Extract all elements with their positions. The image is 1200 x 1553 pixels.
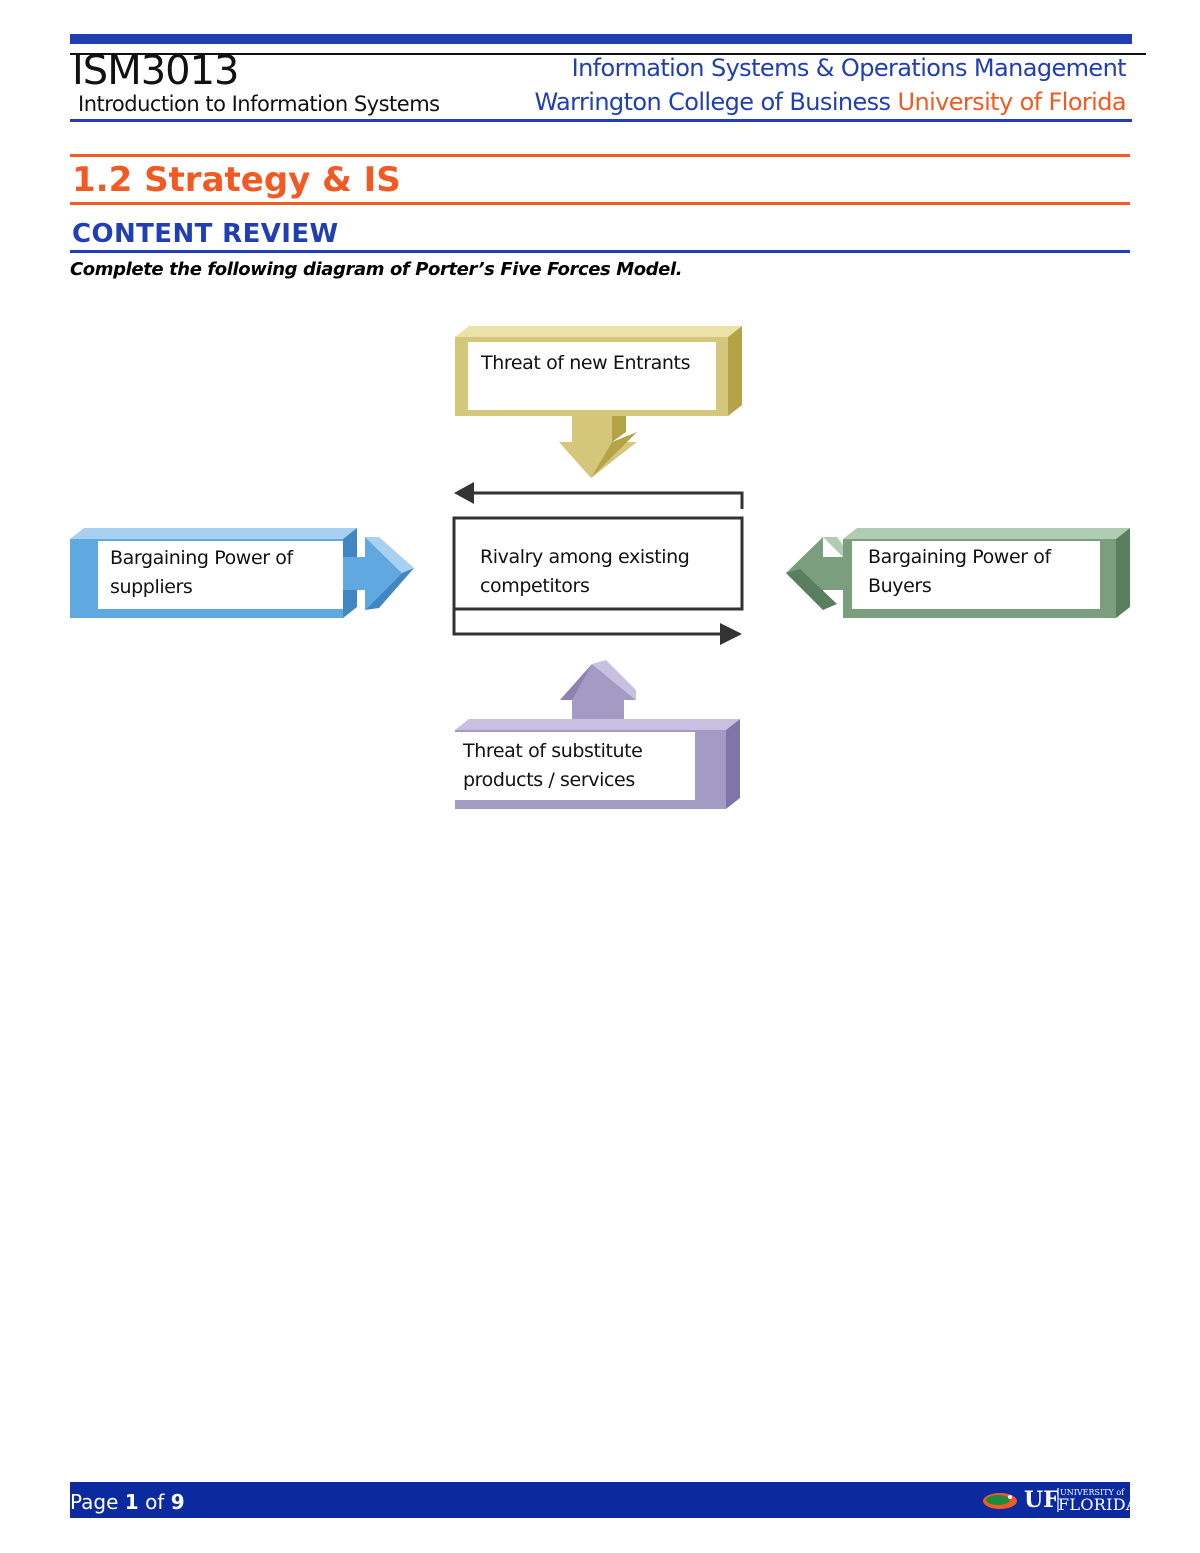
- of-word: of: [145, 1490, 165, 1514]
- suppliers-box: [70, 528, 357, 618]
- course-code: ISM3013: [72, 48, 239, 94]
- rivalry-label-line1: Rivalry among existing: [480, 546, 690, 568]
- page-number: 1: [124, 1490, 139, 1514]
- uf-logo-university-of: UNIVERSITY of: [1060, 1488, 1125, 1497]
- suppliers-label: Bargaining Power of suppliers: [110, 544, 293, 602]
- title-top-line: [70, 154, 1130, 157]
- buyers-label-line2: Buyers: [868, 575, 932, 597]
- section-title: 1.2 Strategy & IS: [72, 160, 401, 200]
- uf-logo-letters: UF: [1024, 1487, 1059, 1513]
- substitutes-label-line1: Threat of substitute: [463, 740, 643, 762]
- footer-bar: [70, 1482, 1130, 1518]
- rivalry-label-line2: competitors: [480, 575, 590, 597]
- buyers-arrow: [786, 537, 843, 610]
- rivalry-arrow-right-head: [720, 623, 742, 645]
- suppliers-label-line1: Bargaining Power of: [110, 547, 293, 569]
- buyers-box: [843, 528, 1130, 618]
- suppliers-label-line2: suppliers: [110, 576, 193, 598]
- new-entrants-box: [455, 326, 742, 416]
- college-name: Warrington College of Business: [534, 88, 891, 116]
- page-word: Page: [70, 1490, 119, 1514]
- department-name: Information Systems & Operations Managem…: [571, 54, 1127, 82]
- page-indicator: Page 1 of 9: [70, 1489, 185, 1515]
- substitutes-box: [455, 719, 740, 809]
- rivalry-cycle-arrows: [452, 491, 744, 636]
- title-bottom-line: [70, 202, 1130, 205]
- content-review-heading: CONTENT REVIEW: [72, 219, 339, 249]
- uf-gator-logo-icon: [983, 1488, 1059, 1512]
- substitutes-label-line2: products / services: [463, 769, 635, 791]
- content-heading-line: [70, 250, 1130, 253]
- instructions-text: Complete the following diagram of Porter…: [70, 259, 683, 280]
- new-entrants-arrow: [559, 416, 637, 478]
- course-name: Introduction to Information Systems: [78, 92, 440, 116]
- uf-logo-florida: FLORIDA: [1058, 1495, 1138, 1514]
- suppliers-arrow: [343, 537, 414, 610]
- rivalry-label: Rivalry among existing competitors: [480, 543, 690, 601]
- college-line: Warrington College of Business Universit…: [534, 88, 1126, 116]
- new-entrants-label-line1: Threat of new Entrants: [481, 352, 691, 374]
- substitutes-arrow: [560, 660, 636, 730]
- rivalry-box: [452, 516, 744, 611]
- header-top-bar: [70, 34, 1132, 44]
- substitutes-label: Threat of substitute products / services: [463, 737, 643, 795]
- new-entrants-label: Threat of new Entrants: [481, 349, 690, 378]
- rivalry-arrow-left-head: [454, 482, 474, 504]
- buyers-label-line1: Bargaining Power of: [868, 546, 1051, 568]
- page-total: 9: [170, 1490, 185, 1514]
- header-bottom-line: [70, 119, 1132, 122]
- university-name: University of Florida: [897, 88, 1127, 116]
- header-thin-line: [70, 53, 1146, 55]
- buyers-label: Bargaining Power of Buyers: [868, 543, 1051, 601]
